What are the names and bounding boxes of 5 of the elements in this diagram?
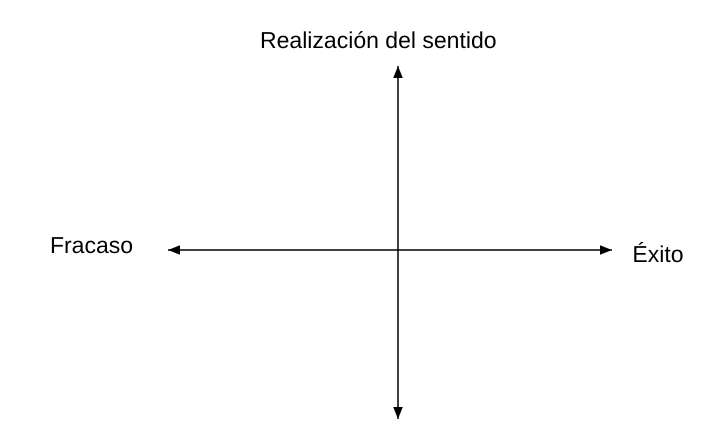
axis-label: Fracaso bbox=[50, 232, 134, 259]
axis-arrow bbox=[393, 66, 403, 419]
axis-arrow bbox=[168, 245, 612, 255]
axis-label: Realización del sentido bbox=[260, 26, 497, 54]
axis-label: Éxito bbox=[632, 241, 684, 268]
